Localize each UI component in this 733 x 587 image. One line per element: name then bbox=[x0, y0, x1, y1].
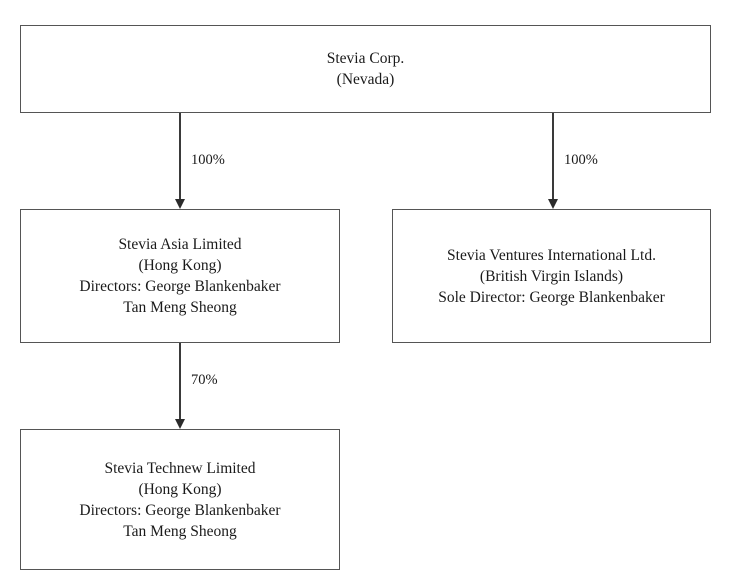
org-node-stevia-technew-limited[interactable]: Stevia Technew Limited (Hong Kong) Direc… bbox=[20, 429, 340, 570]
org-node-name: Stevia Asia Limited bbox=[118, 236, 242, 253]
org-node-stevia-corp[interactable]: Stevia Corp. (Nevada) bbox=[20, 25, 711, 113]
connector-line bbox=[179, 343, 181, 419]
org-node-name: Stevia Technew Limited bbox=[104, 459, 256, 477]
connector-line bbox=[552, 113, 554, 199]
org-node-name: Stevia Corp. bbox=[326, 50, 405, 67]
org-node-jurisdiction: (British Virgin Islands) bbox=[479, 267, 624, 285]
connector-line bbox=[179, 113, 181, 199]
org-node-directors-line-1: Directors: George Blankenbaker bbox=[79, 278, 281, 295]
org-node-stevia-asia-limited[interactable]: Stevia Asia Limited (Hong Kong) Director… bbox=[20, 209, 340, 343]
org-node-stevia-ventures-international[interactable]: Stevia Ventures International Ltd. (Brit… bbox=[392, 209, 711, 343]
ownership-percent-label: 70% bbox=[191, 372, 218, 388]
ownership-percent-label: 100% bbox=[564, 152, 598, 168]
org-node-name: Stevia Ventures International Ltd. bbox=[447, 246, 656, 264]
org-node-directors-line-2: Tan Meng Sheong bbox=[123, 522, 237, 540]
org-node-directors-line-1: Sole Director: George Blankenbaker bbox=[438, 288, 665, 306]
org-node-directors-line-2: Tan Meng Sheong bbox=[123, 299, 237, 316]
arrowhead-icon bbox=[174, 199, 185, 209]
org-node-jurisdiction: (Nevada) bbox=[336, 71, 395, 88]
org-node-jurisdiction: (Hong Kong) bbox=[138, 480, 222, 498]
org-node-directors-line-1: Directors: George Blankenbaker bbox=[79, 501, 281, 519]
arrowhead-icon bbox=[547, 199, 558, 209]
org-node-jurisdiction: (Hong Kong) bbox=[138, 257, 222, 274]
arrowhead-icon bbox=[174, 419, 185, 429]
ownership-percent-label: 100% bbox=[191, 152, 225, 168]
